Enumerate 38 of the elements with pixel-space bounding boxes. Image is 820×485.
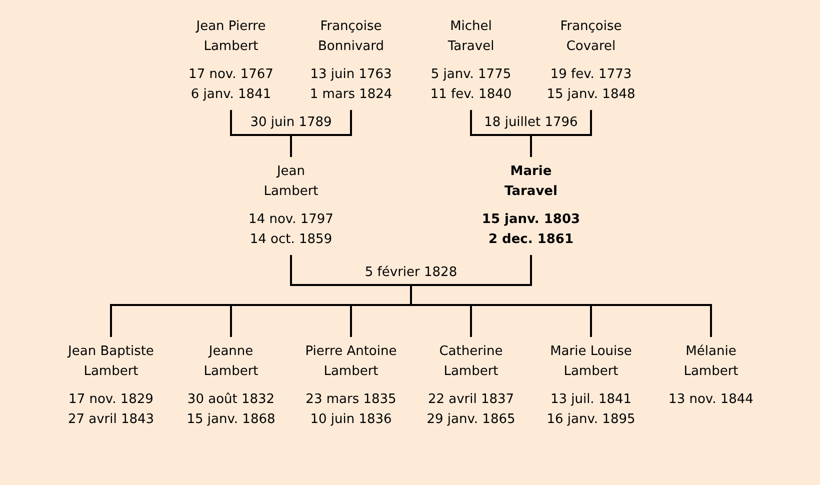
person-name: Mélanie Lambert — [682, 343, 740, 381]
life-date: 17 nov. 1767 — [188, 66, 274, 84]
life-date: 5 janv. 1775 — [430, 66, 512, 84]
life-date: 11 fev. 1840 — [429, 86, 513, 104]
life-date: 14 oct. 1859 — [248, 231, 334, 249]
life-date: 29 janv. 1865 — [426, 411, 516, 429]
life-date: 6 janv. 1841 — [190, 86, 272, 104]
life-date: 15 janv. 1868 — [186, 411, 276, 429]
life-date: 15 janv. 1848 — [546, 86, 636, 104]
person-name: Jean Pierre Lambert — [194, 18, 267, 56]
family-line — [410, 255, 712, 337]
life-date: 22 avril 1837 — [426, 391, 516, 409]
person-name: Marie Louise Lambert — [549, 343, 633, 381]
family-line — [530, 110, 592, 157]
life-date: 1 mars 1824 — [308, 86, 394, 104]
family-line — [290, 110, 352, 157]
person-name: Pierre Antoine Lambert — [304, 343, 398, 381]
life-date: 16 janv. 1895 — [546, 411, 636, 429]
person-name: Marie Taravel — [504, 163, 558, 201]
life-date: 15 janv. 1803 — [480, 211, 582, 229]
life-date: 23 mars 1835 — [304, 391, 398, 409]
life-date: 13 nov. 1844 — [668, 391, 754, 409]
life-date: 14 nov. 1797 — [248, 211, 334, 229]
life-date: 30 août 1832 — [186, 391, 276, 409]
life-date: 27 avril 1843 — [66, 411, 156, 429]
life-date: 13 juil. 1841 — [549, 391, 633, 409]
person-name: Françoise Bonnivard — [317, 18, 385, 56]
person-name: Jeanne Lambert — [202, 343, 260, 381]
person-name: Michel Taravel — [446, 18, 496, 56]
person-name: Jean Lambert — [262, 163, 320, 201]
life-date: 2 dec. 1861 — [487, 231, 575, 249]
person-name: Catherine Lambert — [438, 343, 504, 381]
life-date: 10 juin 1836 — [309, 411, 393, 429]
person-name: Jean Baptiste Lambert — [66, 343, 155, 381]
life-date: 17 nov. 1829 — [68, 391, 154, 409]
life-date: 13 juin 1763 — [309, 66, 393, 84]
person-name: Françoise Covarel — [559, 18, 623, 56]
life-date: 19 fev. 1773 — [549, 66, 633, 84]
